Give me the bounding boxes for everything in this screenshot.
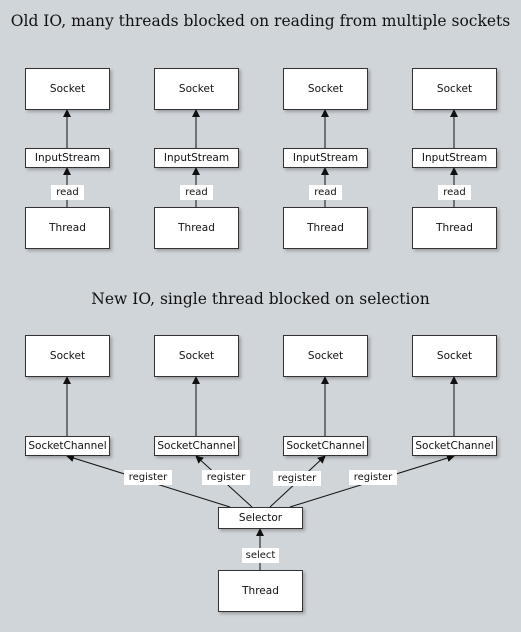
register-label: register (349, 470, 397, 485)
old-io-socket-box: Socket (25, 68, 110, 110)
new-io-socket-box: Socket (154, 335, 239, 377)
old-io-thread-box: Thread (283, 207, 368, 249)
select-label: select (242, 548, 279, 563)
old-io-thread-box: Thread (412, 207, 497, 249)
old-io-read-label: read (309, 185, 342, 200)
register-label: register (273, 471, 321, 486)
old-io-socket-box: Socket (154, 68, 239, 110)
new-io-socket-box: Socket (25, 335, 110, 377)
old-io-thread-box: Thread (25, 207, 110, 249)
new-io-socketchannel-box: SocketChannel (283, 436, 368, 456)
old-io-read-label: read (438, 185, 471, 200)
register-label: register (124, 470, 172, 485)
old-io-read-label: read (51, 185, 84, 200)
new-io-thread-box: Thread (218, 570, 303, 612)
old-io-title: Old IO, many threads blocked on reading … (10, 12, 511, 30)
old-io-socket-box: Socket (283, 68, 368, 110)
new-io-title: New IO, single thread blocked on selecti… (91, 290, 430, 308)
new-io-socket-box: Socket (283, 335, 368, 377)
new-io-socketchannel-box: SocketChannel (25, 436, 110, 456)
register-label: register (202, 470, 250, 485)
old-io-read-label: read (180, 185, 213, 200)
new-io-socket-box: Socket (412, 335, 497, 377)
old-io-socket-box: Socket (412, 68, 497, 110)
old-io-inputstream-box: InputStream (154, 148, 239, 168)
old-io-thread-box: Thread (154, 207, 239, 249)
new-io-socketchannel-box: SocketChannel (154, 436, 239, 456)
selector-box: Selector (218, 507, 303, 529)
old-io-inputstream-box: InputStream (283, 148, 368, 168)
new-io-socketchannel-box: SocketChannel (412, 436, 497, 456)
old-io-inputstream-box: InputStream (25, 148, 110, 168)
old-io-inputstream-box: InputStream (412, 148, 497, 168)
